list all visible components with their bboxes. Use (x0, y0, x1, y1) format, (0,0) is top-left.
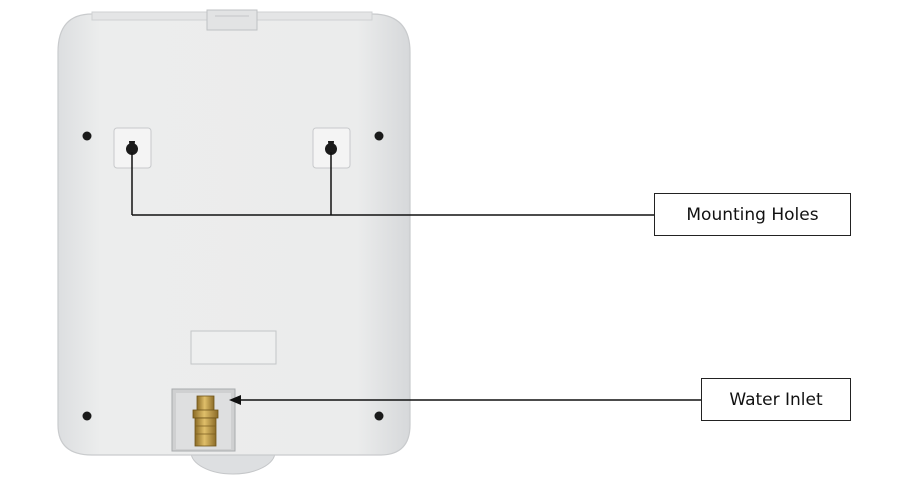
top-latch (206, 9, 258, 31)
mounting-holes-text: Mounting Holes (686, 204, 819, 225)
center-tab (190, 330, 277, 365)
screw-hole-top-left (82, 131, 92, 141)
water-inlet-label: Water Inlet (701, 378, 851, 421)
water-inlet-leader (229, 395, 701, 405)
water-inlet-text: Water Inlet (729, 389, 823, 410)
screw-hole-bottom-left (82, 411, 92, 421)
screw-hole-bottom-right (374, 411, 384, 421)
mounting-holes-leader (131, 152, 654, 216)
device-housing (57, 13, 411, 456)
screw-hole-top-right (374, 131, 384, 141)
water-inlet-fitting (192, 395, 219, 447)
mounting-holes-label: Mounting Holes (654, 193, 851, 236)
